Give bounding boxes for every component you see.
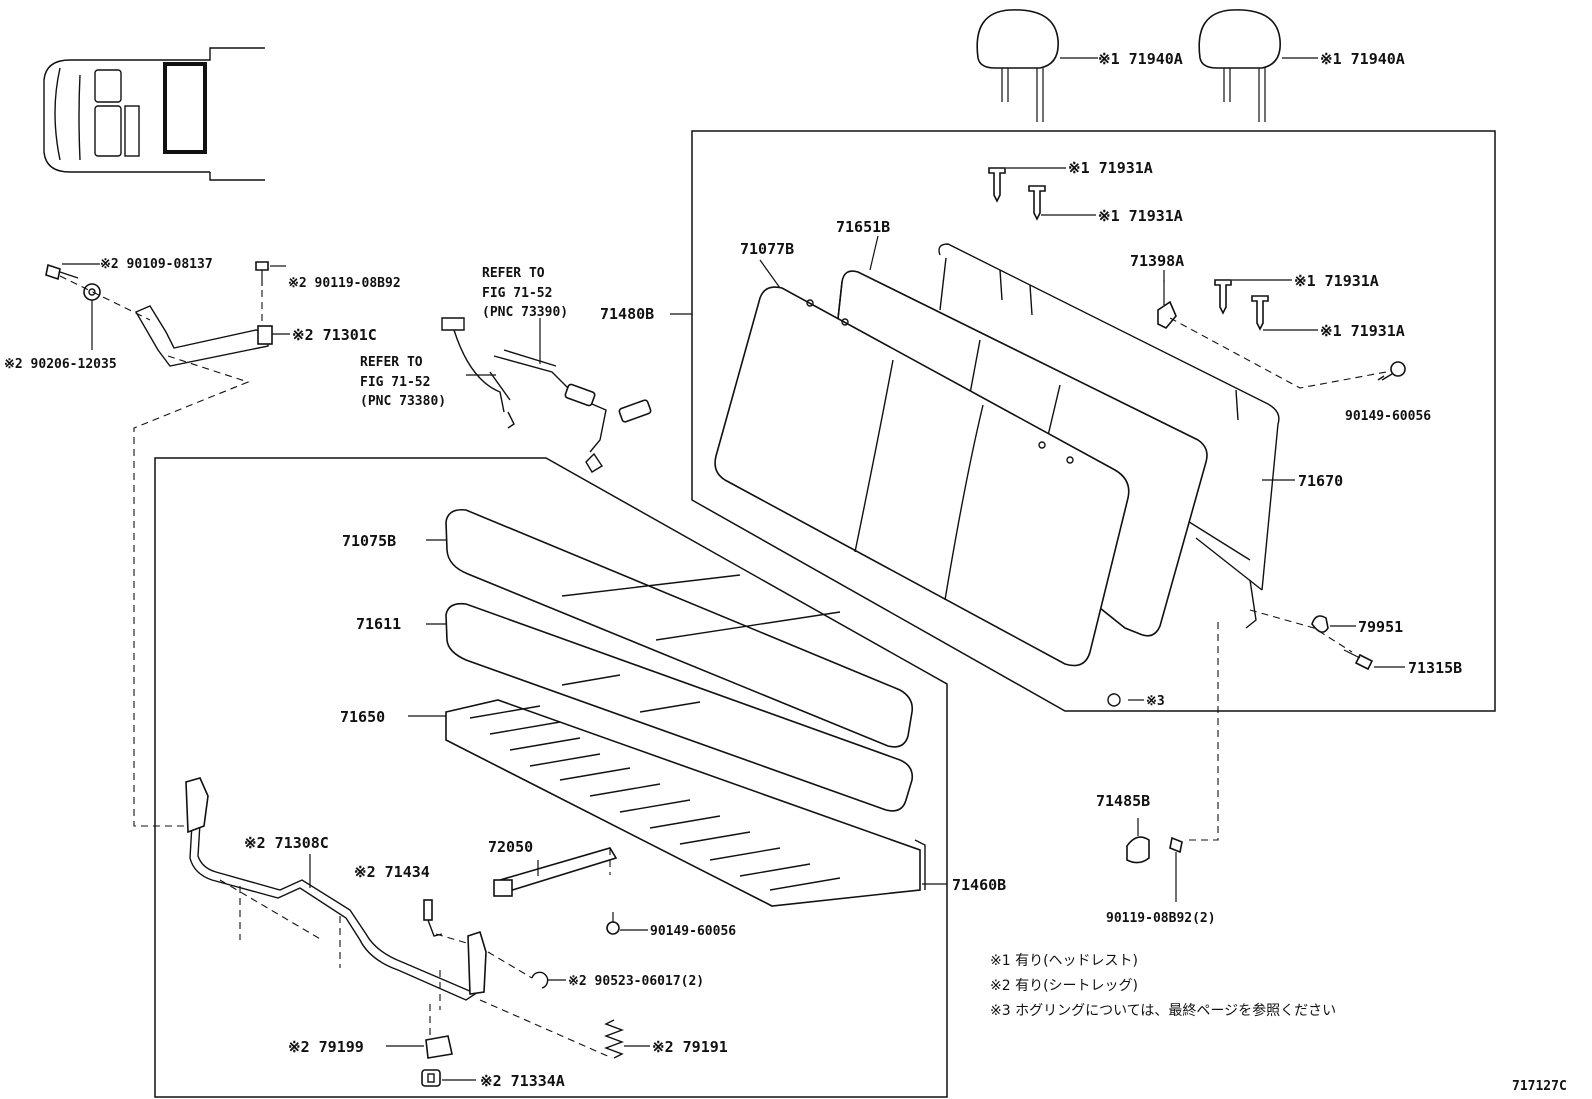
label-back-cover: 71077B (740, 240, 794, 258)
label-leg-link: ※2 71301C (292, 326, 377, 344)
strap-part (493, 847, 618, 897)
bolt-upper-2 (255, 261, 269, 286)
leg-link (134, 305, 273, 367)
label-refer2-a: REFER TO (360, 355, 423, 370)
label-guide-4: ※1 71931A (1320, 322, 1405, 340)
label-bolt2: ※2 90119-08B92 (288, 276, 401, 291)
label-refer2-c: (PNC 73380) (360, 394, 446, 409)
note-1: ※1 有り(ヘッドレスト) (990, 953, 1138, 969)
hinge-bracket (1157, 280, 1177, 329)
seatback-group-frame (691, 130, 1496, 712)
label-refer1-c: (PNC 73390) (482, 305, 568, 320)
bolt-upper (45, 263, 79, 281)
label-cover-cap: 71485B (1096, 792, 1150, 810)
screw-back (1377, 361, 1406, 381)
cushion-group-frame (154, 457, 948, 1098)
seatbelt-buckle-73390 (493, 349, 652, 473)
label-guide-3: ※1 71931A (1294, 272, 1379, 290)
cover-cap (1126, 836, 1150, 864)
label-guide-2: ※1 71931A (1098, 207, 1183, 225)
seat-leg (185, 777, 487, 1001)
label-clip: ※2 90523-06017(2) (568, 974, 704, 989)
vehicle-locator-icon (43, 47, 265, 181)
label-guide-1: ※1 71931A (1068, 159, 1153, 177)
spring-part (604, 1019, 624, 1059)
label-hogring: ※3 (1146, 694, 1165, 709)
plate-part (425, 1035, 453, 1059)
bolt-back (1343, 649, 1374, 671)
label-leg: ※2 71308C (244, 834, 329, 852)
label-cushion-assy: 71460B (952, 876, 1006, 894)
figure-id: 717127C (1512, 1079, 1567, 1094)
cushion-cover (445, 508, 914, 748)
ring-part (1311, 615, 1329, 633)
label-screw-cushion: 90149-60056 (650, 924, 736, 939)
label-pin: ※2 71434 (354, 863, 430, 881)
clip-part (531, 971, 549, 989)
label-cushion-cover: 71075B (342, 532, 396, 550)
cushion-pad (445, 602, 914, 812)
label-refer2-b: FIG 71-52 (360, 375, 430, 390)
label-screw-back: 90149-60056 (1345, 409, 1431, 424)
note-3: ※3 ホグリングについては、最終ページを参照ください (990, 1002, 1336, 1019)
seatbelt-buckle-73380 (441, 317, 515, 429)
label-cushion-spring: 71650 (340, 708, 385, 726)
headrest-left (976, 9, 1059, 122)
label-bolt1: ※2 90109-08137 (100, 257, 213, 272)
bolt-cap (1169, 836, 1183, 902)
washer-part (83, 283, 101, 301)
label-stopper: ※2 71334A (480, 1072, 565, 1090)
seatback-cover (714, 286, 1130, 667)
label-headrest-left: ※1 71940A (1098, 50, 1183, 68)
note-2: ※2 有り(シートレッグ) (990, 978, 1138, 994)
pin-part (423, 899, 443, 937)
seatback-frame (938, 243, 1280, 629)
label-refer1-b: FIG 71-52 (482, 286, 552, 301)
label-strap: 72050 (488, 838, 533, 856)
headrest-right (1198, 9, 1281, 122)
label-back-assy: 71480B (600, 305, 654, 323)
label-headrest-right: ※1 71940A (1320, 50, 1405, 68)
hogring-icon (1107, 693, 1121, 707)
label-ring: 79951 (1358, 618, 1403, 636)
label-refer1-a: REFER TO (482, 266, 545, 281)
label-washer: ※2 90206-12035 (4, 357, 117, 372)
headrest-guides (988, 167, 1318, 331)
label-bolt-back: 71315B (1408, 659, 1462, 677)
label-back-frame: 71670 (1298, 472, 1343, 490)
label-plate: ※2 79199 (288, 1038, 364, 1056)
label-spring: ※2 79191 (652, 1038, 728, 1056)
cushion-spring-frame (445, 699, 926, 907)
label-back-pad: 71651B (836, 218, 890, 236)
label-bolt-cap: 90119-08B92(2) (1106, 911, 1216, 926)
label-cushion-pad: 71611 (356, 615, 401, 633)
label-hinge: 71398A (1130, 252, 1184, 270)
screw-cushion (606, 912, 620, 935)
stopper-part (421, 1069, 441, 1087)
